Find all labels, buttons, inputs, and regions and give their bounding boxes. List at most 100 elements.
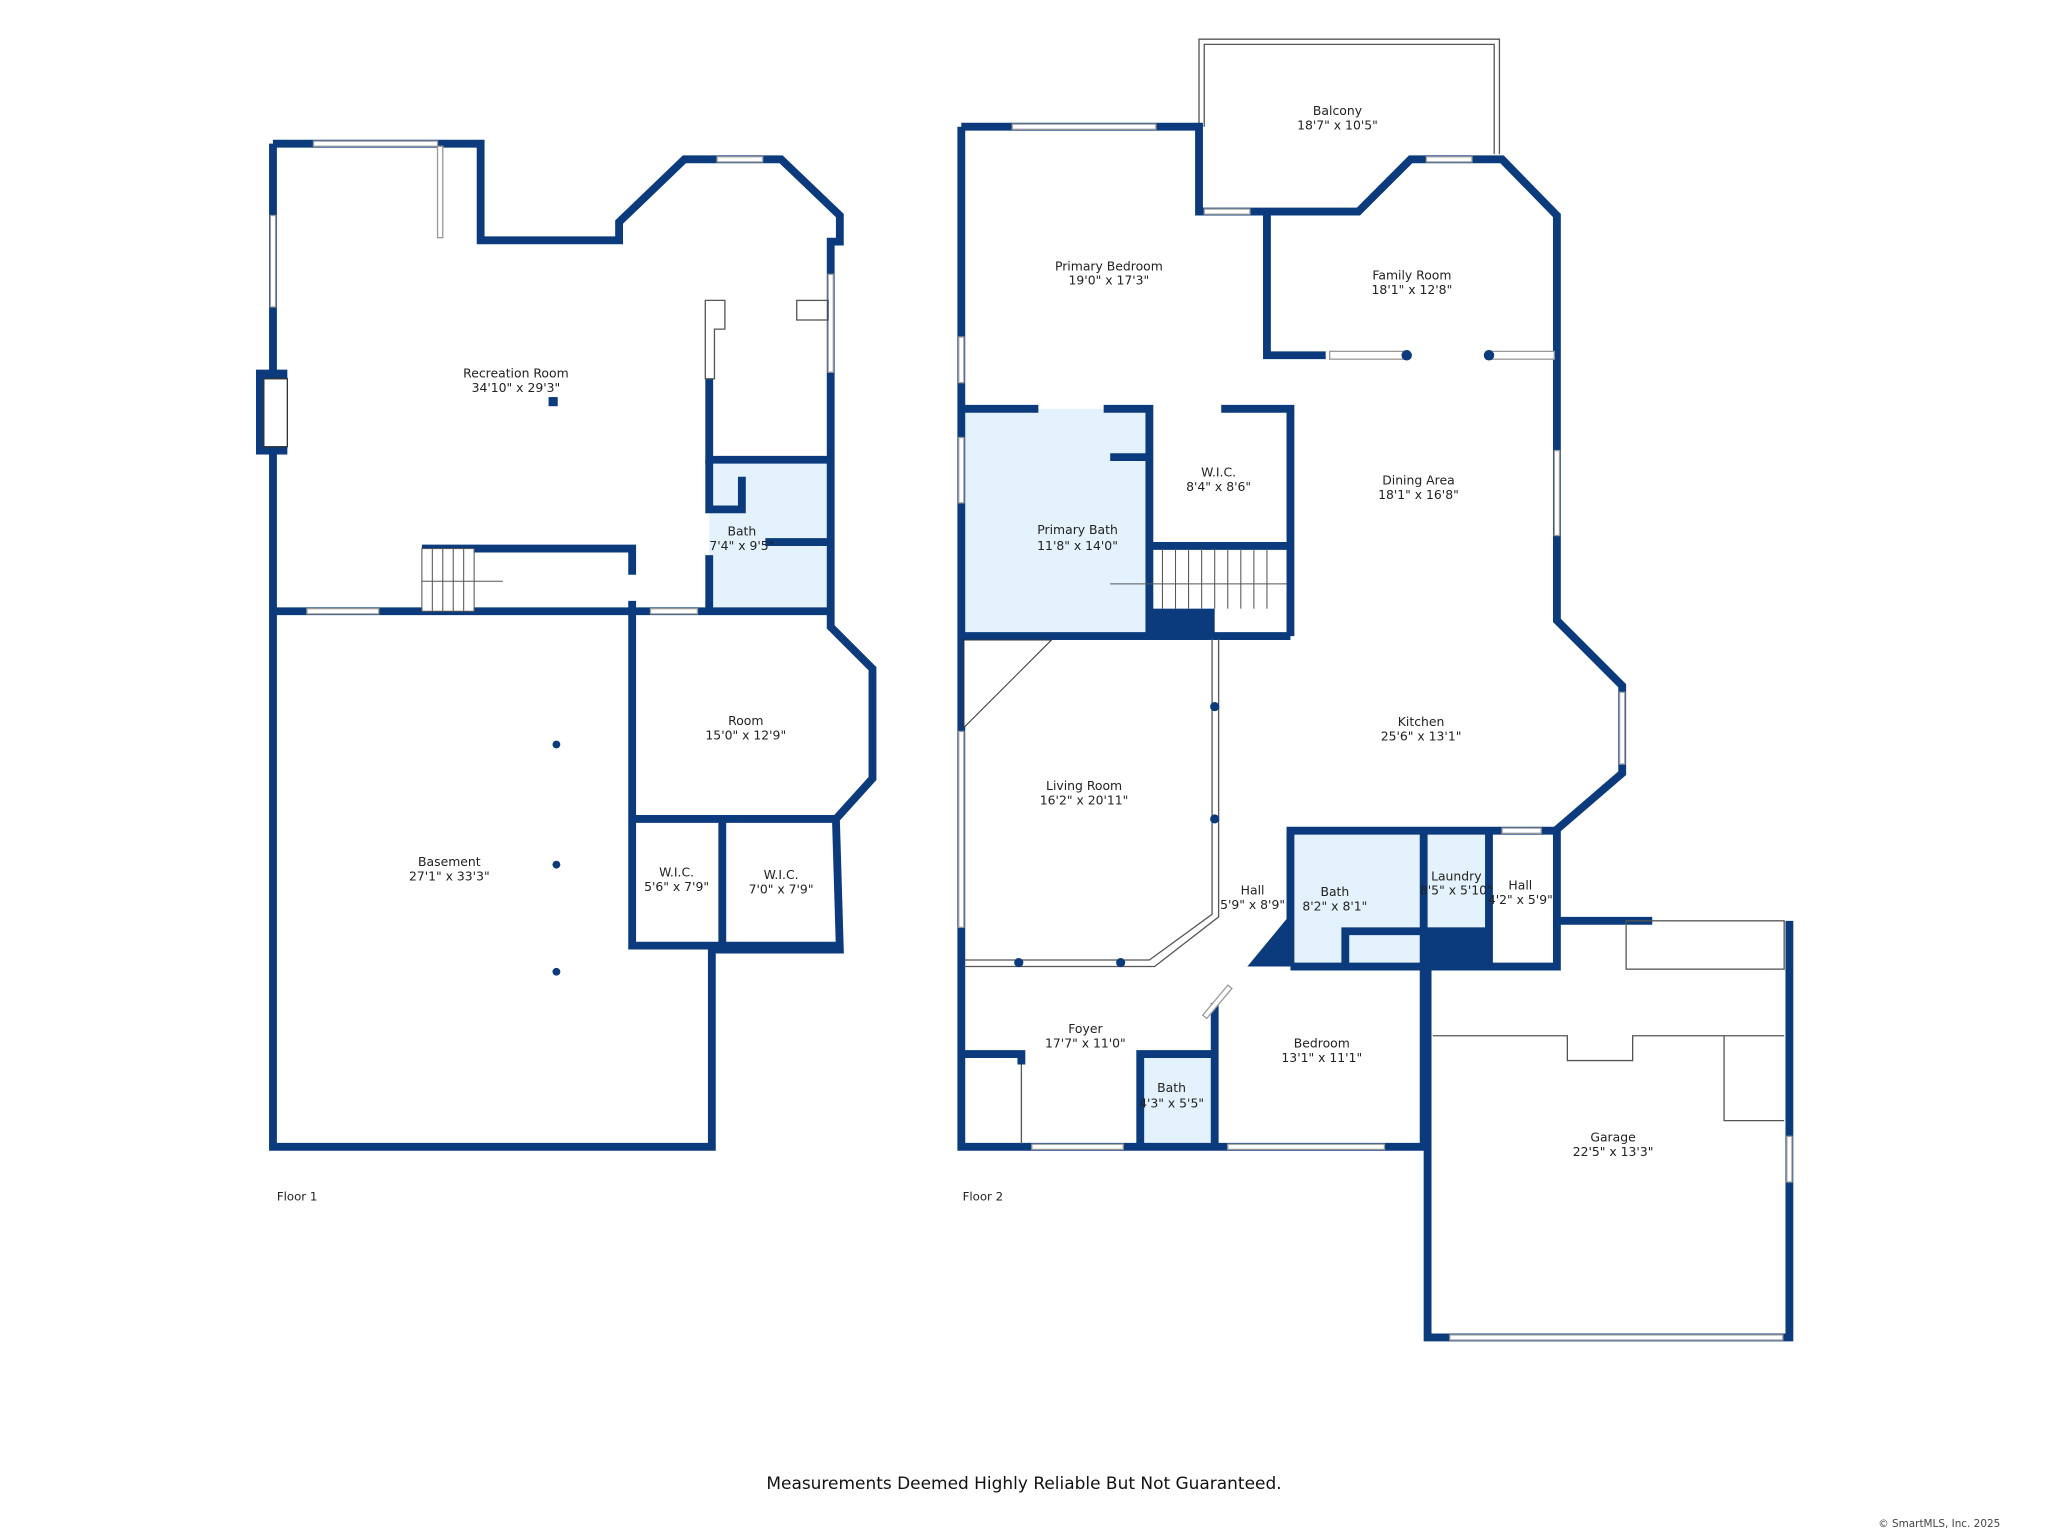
svg-text:16'2" x 20'11": 16'2" x 20'11" [1040,793,1129,808]
column [552,967,561,976]
svg-text:18'7" x 10'5": 18'7" x 10'5" [1297,117,1378,132]
window [1031,1143,1124,1151]
svg-text:15'0" x 12'9": 15'0" x 12'9" [705,727,786,742]
room-wic[interactable]: W.I.C.5'6" x 7'9" [644,864,709,893]
counter [704,299,726,380]
column [1210,814,1220,824]
svg-text:Primary Bedroom: Primary Bedroom [1055,258,1163,273]
doorway [1501,827,1542,834]
svg-text:Bath: Bath [727,524,756,539]
balcony-railing [1203,43,1495,155]
wall [1136,1050,1215,1147]
svg-text:Hall: Hall [1508,877,1532,892]
wall [705,459,746,514]
svg-text:Kitchen: Kitchen [1398,714,1445,729]
window [269,214,277,308]
svg-text:8'2" x 8'1": 8'2" x 8'1" [1302,898,1367,913]
svg-text:Bedroom: Bedroom [1294,1036,1350,1051]
wall [1485,830,1561,971]
window [1011,123,1157,130]
column [1116,958,1126,968]
window [716,156,764,163]
window [958,730,965,928]
svg-text:11'8" x 14'0": 11'8" x 14'0" [1037,538,1118,553]
wall [1341,927,1424,964]
room-wic[interactable]: W.I.C.8'4" x 8'6" [1186,465,1251,494]
column [552,740,561,749]
svg-text:W.I.C.: W.I.C. [659,864,694,879]
svg-text:Bath: Bath [1157,1080,1186,1095]
room-wic[interactable]: W.I.C.7'0" x 7'9" [749,867,814,896]
svg-text:Hall: Hall [1241,883,1265,898]
column [1401,350,1412,361]
svg-text:W.I.C.: W.I.C. [1201,465,1236,480]
column [1483,350,1495,361]
structure-block [1423,927,1489,967]
wall [705,378,831,464]
fireplace-hearth [263,378,288,448]
window [1449,1334,1784,1341]
svg-text:7'4" x 9'5": 7'4" x 9'5" [709,538,774,553]
svg-text:22'5" x 13'3": 22'5" x 13'3" [1573,1144,1654,1159]
bath-fill [1290,830,1424,964]
wall [1221,404,1295,637]
svg-text:34'10" x 29'3": 34'10" x 29'3" [472,380,561,395]
window [827,273,834,373]
column [548,397,558,407]
svg-text:Primary Bath: Primary Bath [1037,522,1118,537]
svg-text:4'2" x 5'9": 4'2" x 5'9" [1488,892,1553,907]
half-wall [1485,350,1555,360]
svg-text:13'1" x 11'1": 13'1" x 11'1" [1281,1050,1362,1065]
window [1227,1143,1386,1151]
stairs [1110,548,1287,609]
wall [1263,211,1326,360]
window [958,436,965,504]
window [436,145,444,239]
svg-text:Garage: Garage [1590,1130,1635,1145]
doorway [649,607,699,615]
svg-text:4'3" x 5'5": 4'3" x 5'5" [1139,1096,1204,1111]
copyright: © SmartMLS, Inc. 2025 [1878,1518,2000,1530]
svg-text:5'9" x 8'9": 5'9" x 8'9" [1220,897,1285,912]
svg-text:27'1" x 33'3": 27'1" x 33'3" [409,868,490,883]
svg-text:Basement: Basement [418,854,481,869]
svg-text:W.I.C.: W.I.C. [764,867,799,882]
fireplace [963,639,1053,729]
svg-text:18'1" x 12'8": 18'1" x 12'8" [1372,282,1453,297]
balcony-railing [1198,38,1501,155]
half-wall [1328,350,1409,360]
svg-text:Room: Room [728,713,763,728]
svg-text:Dining Area: Dining Area [1382,473,1454,488]
svg-text:25'6" x 13'1": 25'6" x 13'1" [1381,729,1462,744]
svg-text:Living Room: Living Room [1046,778,1122,793]
stairs [421,548,503,612]
living-room-half-wall [963,638,1213,961]
garage-step [1625,920,1785,970]
bath-fill [1140,1054,1215,1147]
window [1201,984,1233,1020]
svg-text:19'0" x 17'3": 19'0" x 17'3" [1069,273,1150,288]
window [958,336,965,384]
